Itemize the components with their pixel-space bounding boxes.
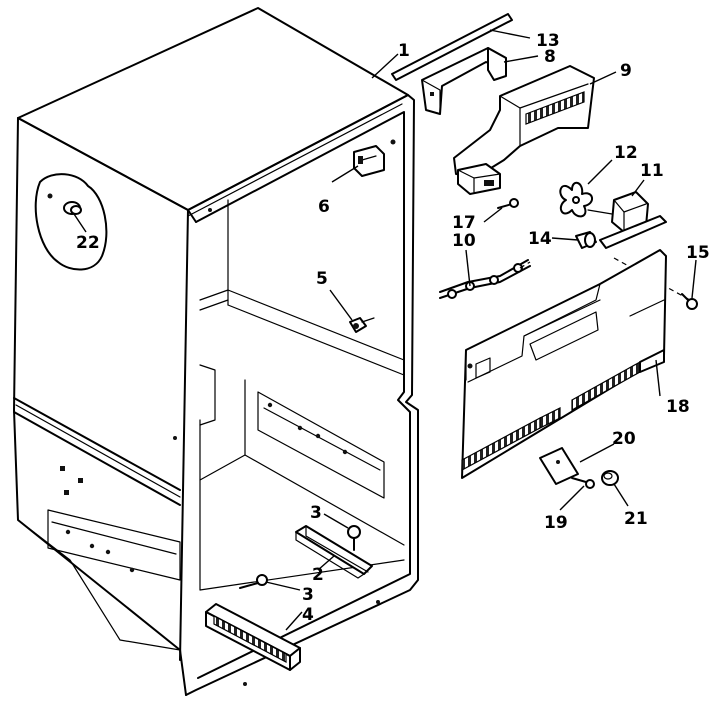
part-duct-cover	[421, 47, 507, 115]
part-screw-15	[681, 293, 698, 310]
part-clip	[349, 317, 375, 333]
callout-19: 19	[544, 513, 568, 533]
callout-3-lower: 3	[302, 585, 314, 605]
callout-22: 22	[76, 233, 100, 253]
callout-13: 13	[536, 31, 560, 51]
callout-11: 11	[640, 161, 664, 181]
callout-20: 20	[612, 429, 636, 449]
part-front-rail	[205, 603, 301, 671]
callout-numbers: 1 2 3 3 4 5 6 8 9 10 11 12 13 14 15 17 1…	[76, 31, 710, 625]
part-wire-harness	[439, 259, 531, 299]
callout-12: 12	[614, 143, 638, 163]
part-rear-panel	[461, 249, 667, 479]
part-screw-lower	[239, 574, 268, 589]
cabinet-shell	[13, 7, 419, 696]
part-screw-19	[571, 477, 595, 489]
callout-8: 8	[544, 47, 556, 67]
part-plate	[539, 447, 579, 485]
part-knob	[601, 470, 619, 486]
part-air-duct	[453, 65, 595, 195]
part-light-switch	[353, 145, 385, 177]
side-cutaway-view	[34, 173, 108, 271]
callout-5: 5	[316, 269, 328, 289]
callout-1: 1	[398, 41, 410, 61]
callout-18: 18	[666, 397, 690, 417]
part-shelf-rail	[295, 525, 373, 579]
part-fan-motor	[587, 191, 667, 249]
callout-17: 17	[452, 213, 476, 233]
callout-21: 21	[624, 509, 648, 529]
part-fan-blade	[559, 181, 593, 218]
part-top-strip	[391, 13, 513, 81]
callout-4: 4	[302, 605, 314, 625]
part-screw-17	[497, 198, 519, 209]
callout-2: 2	[312, 565, 324, 585]
assembly-line-10	[519, 261, 531, 269]
callout-6: 6	[318, 197, 330, 217]
assembly-line-15	[613, 257, 691, 301]
callout-10: 10	[452, 231, 476, 251]
part-screw-upper	[347, 525, 361, 551]
callout-3-upper: 3	[310, 503, 322, 523]
callout-leaders	[73, 29, 697, 631]
callout-15: 15	[686, 243, 710, 263]
callout-9: 9	[620, 61, 632, 81]
callout-14: 14	[528, 229, 552, 249]
part-grommet	[575, 231, 597, 249]
